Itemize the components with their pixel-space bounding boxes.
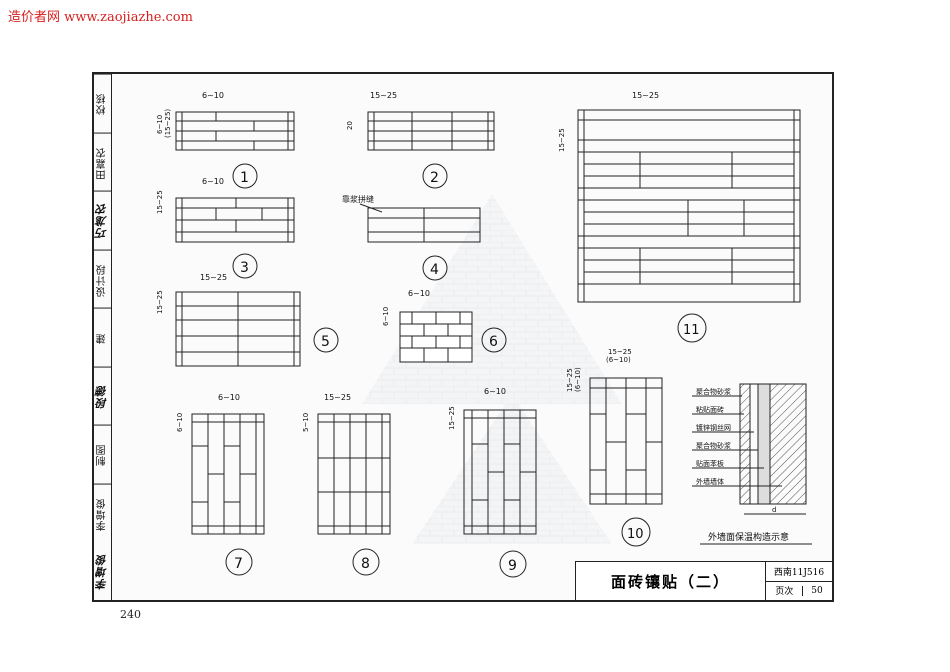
figure-7-dim-side: 6~10 bbox=[176, 413, 184, 432]
figure-3-dim: 6~10 bbox=[202, 177, 224, 186]
figure-5 bbox=[175, 291, 339, 367]
figure-2-dim: 15~25 bbox=[370, 91, 397, 100]
figure-number: 11 bbox=[683, 323, 700, 338]
signature: 巧尨农 bbox=[94, 191, 111, 250]
figure-6-dim: 6~10 bbox=[408, 289, 430, 298]
tile-drawing: 6~10 6~10 (15~25) 1 15~25 20 2 bbox=[156, 91, 812, 578]
figure-number: 5 bbox=[321, 334, 330, 350]
figure-6 bbox=[399, 311, 507, 363]
figure-1 bbox=[175, 111, 295, 189]
title-meta: 西南11J516 页次 50 bbox=[766, 562, 832, 600]
sidebar-cell: 校核 bbox=[94, 74, 111, 133]
figure-3 bbox=[175, 197, 295, 279]
figure-10-dim: 15~25 bbox=[608, 348, 632, 356]
figure-11-dim-side: 15~25 bbox=[558, 128, 566, 152]
section-label: 聚合物砂浆 bbox=[696, 387, 731, 396]
figure-4-dim: 靠浆拼缝 bbox=[342, 194, 374, 204]
figure-5-dim-side: 15~25 bbox=[156, 290, 164, 314]
figure-number: 7 bbox=[234, 556, 243, 572]
figure-1-dim-side: 6~10 bbox=[156, 115, 164, 134]
figure-9 bbox=[463, 409, 537, 578]
signature: 段德 bbox=[94, 366, 111, 426]
figure-number: 1 bbox=[240, 170, 249, 186]
figure-7 bbox=[191, 413, 265, 576]
figure-number: 9 bbox=[508, 558, 517, 574]
figure-number: 10 bbox=[627, 527, 644, 542]
page-value: 50 bbox=[802, 585, 825, 596]
signature: 李增俊 bbox=[95, 553, 109, 590]
section-caption: 外墙面保温构造示意 bbox=[708, 531, 789, 543]
figure-11 bbox=[577, 109, 801, 343]
figure-10-dim-side: 15~25 bbox=[566, 368, 574, 392]
atlas-code: 西南11J516 bbox=[773, 567, 825, 578]
section-label: 粘贴面砖 bbox=[696, 405, 724, 414]
background-watermark bbox=[362, 194, 622, 544]
section-label: 外墙墙体 bbox=[696, 477, 724, 486]
figure-10 bbox=[589, 377, 663, 547]
section-detail bbox=[692, 383, 812, 545]
figure-9-dim: 6~10 bbox=[484, 387, 506, 396]
figure-7-dim: 6~10 bbox=[218, 393, 240, 402]
figure-2 bbox=[367, 111, 495, 189]
sidebar-cell: 李增俊 bbox=[94, 483, 111, 543]
sidebar-cell: 建 bbox=[94, 308, 111, 367]
figure-11-dim: 15~25 bbox=[632, 91, 659, 100]
figure-number: 3 bbox=[240, 260, 249, 276]
page-number: 240 bbox=[120, 608, 141, 621]
figure-8 bbox=[317, 413, 391, 576]
figure-3-dim-side: 15~25 bbox=[156, 190, 164, 214]
figure-10-dim-side-b: (6~10) bbox=[574, 367, 582, 392]
figure-4 bbox=[359, 203, 481, 281]
figure-5-dim: 15~25 bbox=[200, 273, 227, 282]
watermark-text: 造价者网 www.zaojiazhe.com bbox=[8, 10, 193, 25]
page-label: 页次 bbox=[775, 587, 794, 598]
figure-10-dim-b: (6~10) bbox=[606, 356, 631, 364]
figure-number: 4 bbox=[430, 262, 439, 278]
title-block: 面砖镶贴（二） 西南11J516 页次 50 bbox=[575, 561, 832, 600]
figure-8-dim-side: 5~10 bbox=[302, 413, 310, 432]
section-dim: d bbox=[772, 506, 776, 514]
figure-8-dim: 15~25 bbox=[324, 393, 351, 402]
figure-1-dim-side2: (15~25) bbox=[164, 109, 172, 138]
section-label: 聚合物砂浆 bbox=[696, 441, 731, 450]
figure-6-dim-side: 6~10 bbox=[382, 307, 390, 326]
signature-sidebar: 校核 田嘉农 巧尨农 设计段 建 段德 制图 李增俊 李增俊 bbox=[94, 74, 112, 600]
figure-number: 6 bbox=[489, 334, 498, 350]
figure-9-dim-side: 15~25 bbox=[448, 406, 456, 430]
sidebar-cell: 田嘉农 bbox=[94, 132, 111, 192]
figure-1-dim: 6~10 bbox=[202, 91, 224, 100]
drawing-title: 面砖镶贴（二） bbox=[576, 562, 766, 600]
section-label: 镀锌钢丝网 bbox=[696, 423, 731, 432]
sidebar-cell: 设计段 bbox=[94, 249, 111, 309]
figure-number: 8 bbox=[361, 556, 370, 572]
sidebar-cell: 制图 bbox=[94, 425, 111, 484]
figure-2-dim-side: 20 bbox=[346, 121, 354, 130]
section-label: 贴面苯板 bbox=[696, 459, 724, 468]
figure-number: 2 bbox=[430, 170, 439, 186]
drawing-sheet: 校核 田嘉农 巧尨农 设计段 建 段德 制图 李增俊 李增俊 bbox=[92, 72, 834, 602]
